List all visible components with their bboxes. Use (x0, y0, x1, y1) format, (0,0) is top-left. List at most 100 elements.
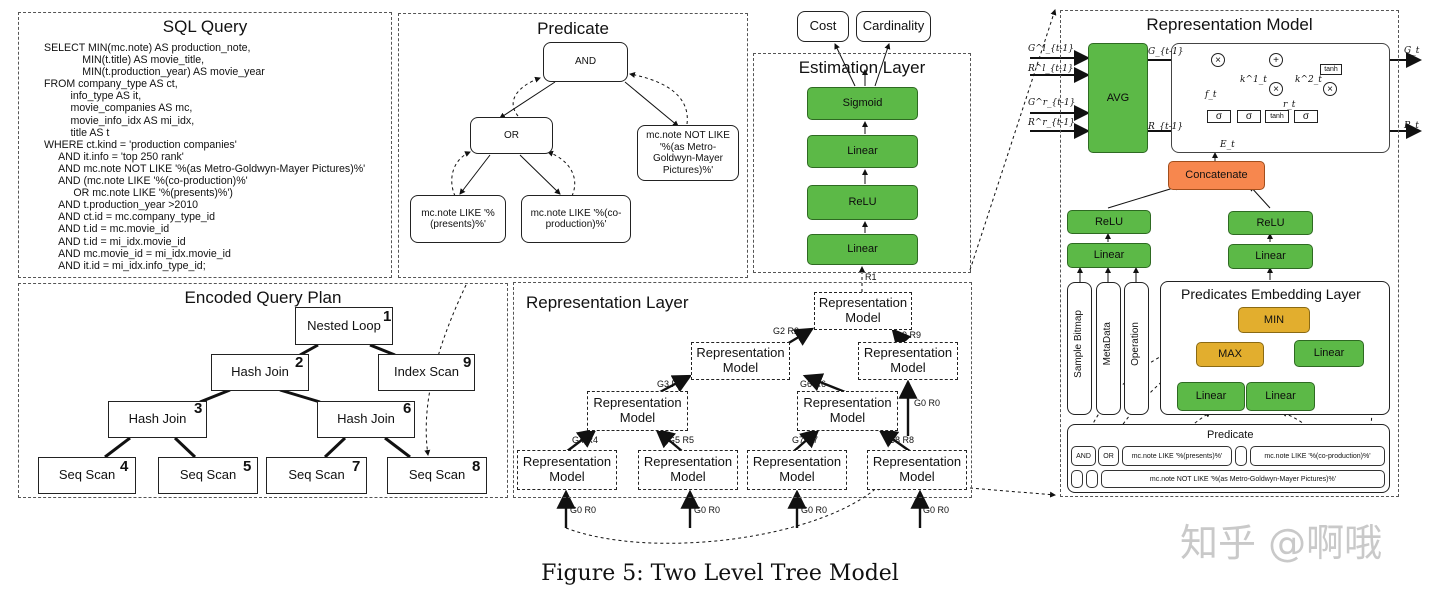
watermark: 知乎 @啊哦 (1180, 521, 1383, 565)
plan-node-number: 6 (403, 400, 412, 417)
sample-bitmap-label: Sample Bitmap (1073, 310, 1084, 378)
gate-label: G_t (1404, 46, 1420, 56)
plan-node-number: 5 (243, 458, 252, 475)
edge-label-g3r3: G3 R3 (657, 379, 684, 389)
predicate-not-like-node: mc.note NOT LIKE '%(as Metro-Goldwyn-May… (637, 125, 739, 181)
linear-layer: Linear (807, 135, 918, 168)
input-r-right: R^r_{t-1} (1028, 118, 1075, 128)
relu-layer: ReLU (807, 185, 918, 220)
plan-title: Encoded Query Plan (184, 288, 342, 307)
input-g-left: G^l_{t-1} (1028, 44, 1074, 54)
edge-label-g9r9: G9 R9 (895, 330, 922, 340)
tanh-gate: tanh (1265, 110, 1289, 123)
plan-node-number: 2 (295, 354, 304, 371)
gate-label: k^2_t (1295, 75, 1322, 85)
operation-column (1124, 282, 1149, 415)
plan-node-hash-join: Hash Join (108, 401, 207, 438)
metadata-label: MetaData (1102, 322, 1113, 366)
representation-model-node: Representation Model (814, 292, 912, 330)
linear-right: Linear (1228, 244, 1313, 269)
metadata-column (1096, 282, 1121, 415)
representation-model-node: Representation Model (638, 450, 738, 490)
linear-block: Linear (1177, 382, 1245, 411)
representation-model-node: Representation Model (691, 342, 790, 380)
sql-panel: SQL Query (18, 12, 392, 278)
representation-model-node: Representation Model (587, 391, 688, 431)
linear-block: Linear (1294, 340, 1364, 367)
edge-label-g0r0: G0 R0 (570, 505, 597, 515)
gate-label: f_t (1205, 90, 1217, 100)
plan-node-hash-join: Hash Join (317, 401, 415, 438)
predicate-like-presents-node: mc.note LIKE '%(presents)%' (410, 195, 506, 243)
estimation-title: Estimation Layer (798, 58, 926, 77)
sigma-gate: σ (1294, 110, 1318, 123)
min-block: MIN (1238, 307, 1310, 333)
multiply-icon: × (1323, 82, 1337, 96)
operation-label: Operation (1130, 322, 1141, 366)
representation-model-panel: Representation Model (1060, 10, 1399, 497)
plan-node-number: 1 (383, 308, 392, 325)
predicate-and-node: AND (543, 42, 628, 82)
pill-empty (1086, 470, 1098, 488)
add-icon: + (1269, 53, 1283, 67)
sigmoid-layer: Sigmoid (807, 87, 918, 120)
plan-node-seq-scan: Seq Scan (38, 457, 136, 494)
tanh-gate: tanh (1320, 64, 1342, 75)
multiply-icon: × (1269, 82, 1283, 96)
predicate-like-coprod-node: mc.note LIKE '%(co-production)%' (521, 195, 631, 243)
root-representation-label: R1 (865, 272, 877, 282)
gate-label: G_{t-1} (1148, 47, 1184, 57)
figure-caption: Figure 5: Two Level Tree Model (541, 561, 899, 586)
gate-label: r_t (1283, 100, 1296, 110)
plan-node-index-scan: Index Scan (378, 354, 475, 391)
plan-node-seq-scan: Seq Scan (387, 457, 487, 494)
edge-label-g7r7: G7 R7 (792, 435, 819, 445)
plan-node-seq-scan: Seq Scan (158, 457, 258, 494)
plan-panel: Encoded Query Plan (18, 283, 508, 498)
edge-label-g0r0: G0 R0 (801, 505, 828, 515)
plan-node-hash-join: Hash Join (211, 354, 309, 391)
predicate-or-node: OR (470, 117, 553, 154)
plan-node-number: 3 (194, 400, 203, 417)
plan-node-number: 4 (120, 458, 129, 475)
avg-block: AVG (1088, 43, 1148, 153)
max-block: MAX (1196, 342, 1264, 367)
predicate-panel: Predicate (398, 13, 748, 278)
representation-model-node: Representation Model (797, 391, 898, 431)
predicate-input-title: Predicate (1207, 429, 1254, 441)
representation-model-node: Representation Model (858, 342, 958, 380)
sql-title: SQL Query (162, 17, 248, 36)
sigma-gate: σ (1237, 110, 1261, 123)
cardinality-output: Cardinality (856, 11, 931, 42)
plan-node-number: 9 (463, 354, 472, 371)
linear-left: Linear (1067, 243, 1151, 268)
edge-label-g0r0: G0 R0 (923, 505, 950, 515)
predicates-embedding-title: Predicates Embedding Layer (1181, 286, 1361, 302)
pill-or: OR (1098, 446, 1119, 466)
sigma-gate: σ (1207, 110, 1231, 123)
pill-like-coprod: mc.note LIKE '%(co-production)%' (1250, 446, 1385, 466)
relu-right: ReLU (1228, 211, 1313, 235)
plan-node-nested-loop: Nested Loop (295, 307, 393, 345)
plan-node-number: 7 (352, 458, 361, 475)
pill-not-like: mc.note NOT LIKE '%(as Metro-Goldwyn-May… (1101, 470, 1385, 488)
edge-label-g8r8: G8 R8 (888, 435, 915, 445)
relu-left: ReLU (1067, 210, 1151, 234)
sql-text: SELECT MIN(mc.note) AS production_note, … (44, 42, 366, 272)
plan-node-number: 8 (472, 458, 481, 475)
gate-label: k^1_t (1240, 75, 1267, 85)
edge-label-g2r2: G2 R2 (773, 326, 800, 336)
linear-block: Linear (1246, 382, 1315, 411)
edge-label-g6r6: G6 R6 (800, 379, 827, 389)
representation-model-node: Representation Model (867, 450, 967, 490)
multiply-icon: × (1211, 53, 1225, 67)
edge-label-g0r0: G0 R0 (914, 398, 941, 408)
representation-model-title: Representation Model (1146, 15, 1313, 34)
representation-model-node: Representation Model (747, 450, 847, 490)
predicate-title: Predicate (537, 19, 609, 38)
pill-like-presents: mc.note LIKE '%(presents)%' (1122, 446, 1232, 466)
pill-and: AND (1071, 446, 1096, 466)
pill-empty (1235, 446, 1247, 466)
representation-layer-panel: Representation Layer (513, 282, 972, 498)
concatenate-block: Concatenate (1168, 161, 1265, 190)
